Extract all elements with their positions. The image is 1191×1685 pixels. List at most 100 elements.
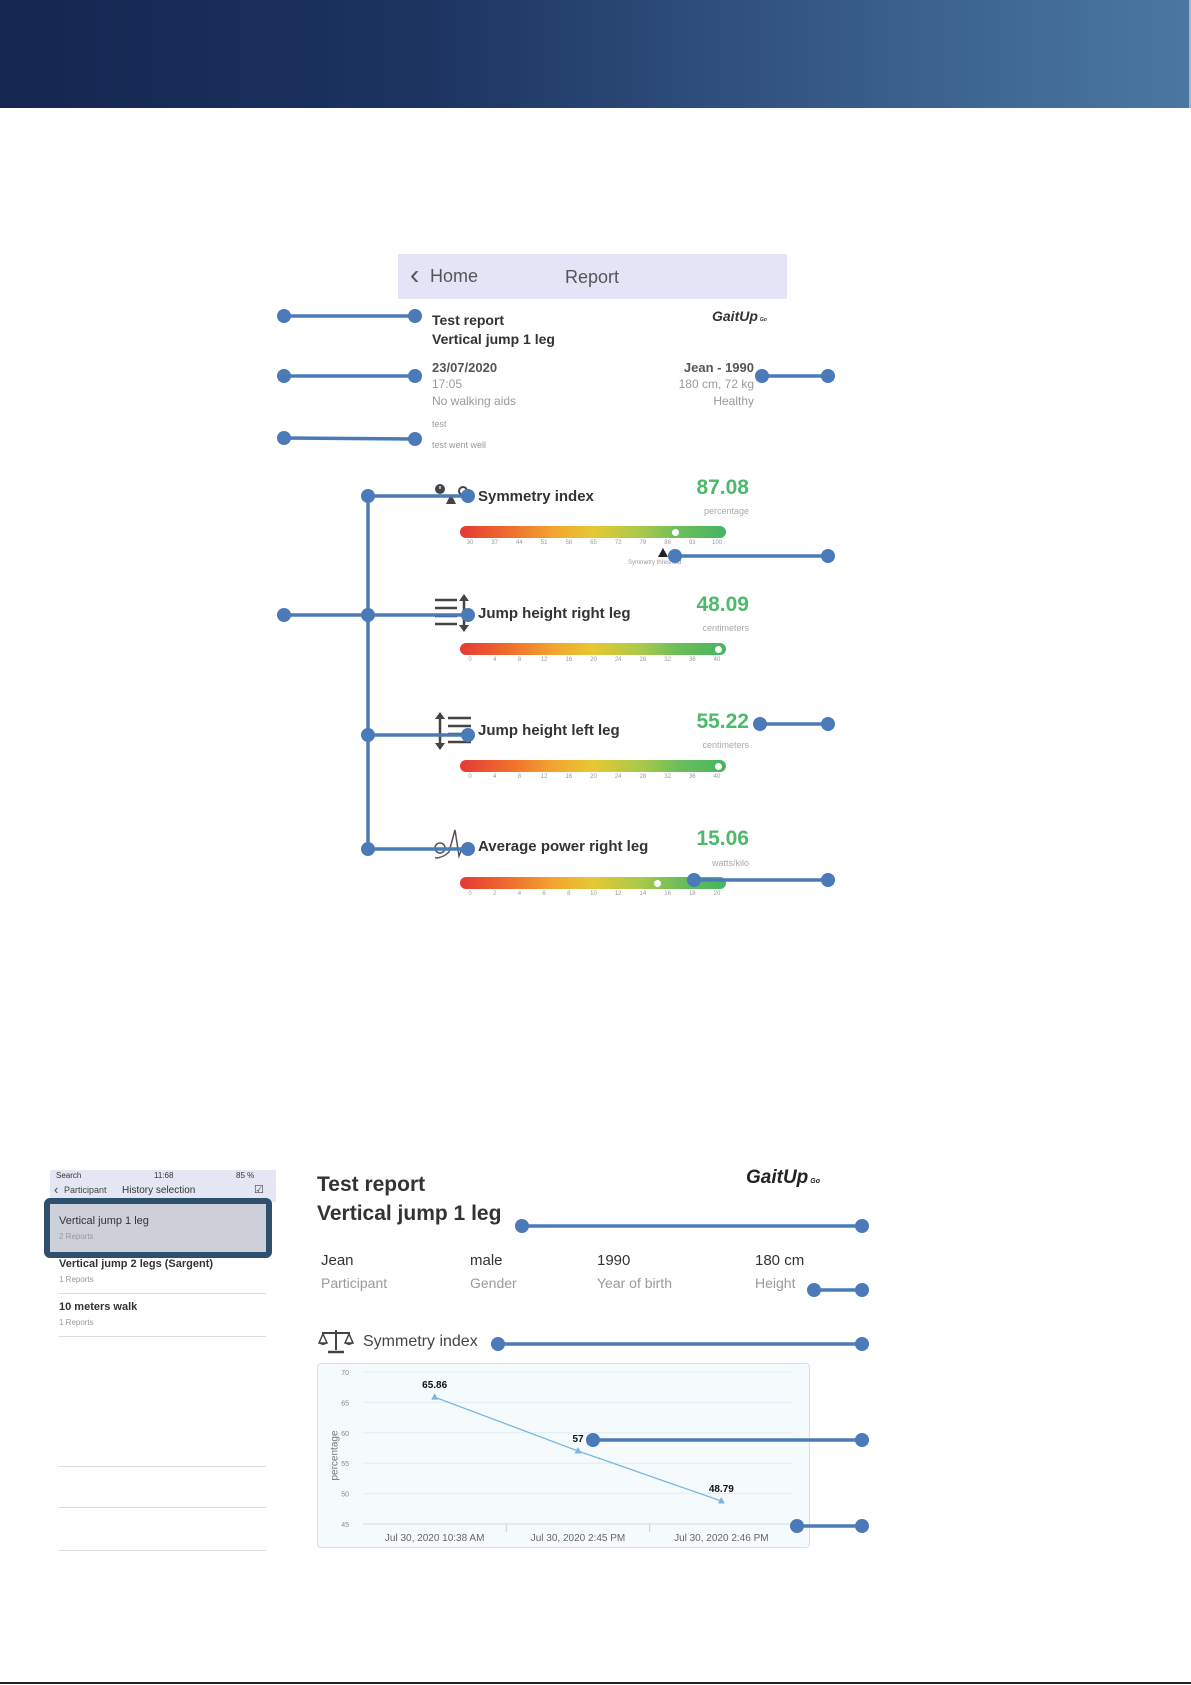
metric-unit-height-left: centimeters (702, 740, 749, 750)
field-participant-value: Jean (321, 1252, 354, 1269)
height-left-marker (715, 762, 723, 770)
tick-label: 36 (688, 657, 696, 663)
tick-label: 32 (664, 657, 671, 663)
metric-title-symmetry: Symmetry index (478, 488, 594, 505)
section-title-symmetry: Symmetry index (363, 1333, 478, 1350)
list-separator (59, 1466, 266, 1467)
list-separator (59, 1293, 266, 1294)
tick-label: 8 (517, 657, 522, 663)
participant-health: Healthy (713, 394, 754, 408)
metric-value-symmetry: 87.08 (696, 476, 749, 499)
edit-icon[interactable]: ☑ (254, 1184, 264, 1196)
threshold-triangle-icon (658, 548, 668, 557)
tick-label: 12 (540, 657, 548, 663)
metric-title-power-right: Average power right leg (478, 838, 649, 855)
symmetry-marker (672, 528, 680, 536)
report-date: 23/07/2020 (432, 360, 498, 375)
note-text: test went well (432, 440, 487, 450)
tick-label: 100 (711, 540, 723, 546)
note-title: test (432, 419, 447, 429)
tick-label: 20 (590, 657, 597, 663)
history-test-name: Vertical jump 1 leg (317, 1202, 502, 1225)
tick-label: 0 (468, 891, 472, 897)
metric-value-height-left: 55.22 (696, 710, 749, 733)
tick-label: 44 (516, 540, 523, 546)
field-gender-label: Gender (470, 1275, 517, 1291)
metric-value-power-right: 15.06 (696, 827, 749, 850)
data-label: 65.86 (422, 1380, 447, 1391)
clock-balance-icon (435, 484, 468, 504)
tick-label: 32 (664, 774, 671, 780)
tick-label: 4 (493, 774, 497, 780)
tick-label: 24 (614, 657, 622, 663)
list-item-10-meters-walk[interactable]: 10 meters walk 1 Reports (59, 1299, 266, 1335)
tick-label: 0 (468, 657, 472, 663)
list-item-title: 10 meters walk (59, 1301, 138, 1313)
tick-label: 10 (590, 891, 597, 897)
list-item-vertical-jump-2-legs[interactable]: Vertical jump 2 legs (Sargent) 1 Reports (59, 1256, 266, 1292)
data-point (431, 1393, 439, 1400)
participant-body: 180 cm, 72 kg (678, 377, 754, 391)
balance-scale-icon (318, 1330, 354, 1354)
x-tick-label: Jul 30, 2020 2:45 PM (531, 1533, 626, 1544)
height-left-scale-bar (460, 760, 726, 772)
tick-label: 12 (540, 774, 548, 780)
participant-back-button[interactable]: Participant (64, 1185, 107, 1195)
tick-label: 4 (493, 657, 497, 663)
home-back-button[interactable]: Home (430, 266, 479, 286)
tick-label: 16 (565, 774, 573, 780)
height-left-icon (435, 712, 471, 750)
phone-nav-title: History selection (122, 1185, 196, 1196)
tick-label: 18 (688, 891, 696, 897)
metric-title-height-left: Jump height left leg (478, 722, 620, 739)
threshold-label: Symmetry threshold (628, 560, 682, 566)
tick-label: 20 (713, 891, 721, 897)
tick-label: 40 (713, 657, 721, 663)
tick-label: 16 (565, 657, 573, 663)
field-gender-value: male (470, 1252, 503, 1269)
metric-unit-power-right: watts/kilo (711, 858, 749, 868)
metric-value-height-right: 48.09 (696, 593, 749, 616)
chevron-left-icon[interactable]: ‹ (410, 259, 420, 290)
tick-label: 8 (517, 774, 522, 780)
history-report-title: Test report (317, 1173, 426, 1196)
list-separator (59, 1507, 266, 1508)
tick-label: 51 (540, 540, 548, 546)
field-birth-value: 1990 (597, 1252, 631, 1269)
tick-label: 4 (517, 891, 522, 897)
tick-label: 20 (590, 774, 597, 780)
tick-label: 79 (639, 540, 647, 546)
tick-label: 2 (493, 891, 497, 897)
metric-title-height-right: Jump height right leg (478, 605, 631, 622)
y-tick-label: 55 (341, 1461, 349, 1468)
data-point (574, 1447, 582, 1454)
height-right-scale-bar (460, 643, 726, 655)
tick-label: 58 (565, 540, 573, 546)
data-point (717, 1496, 725, 1504)
tick-label: 24 (614, 774, 622, 780)
y-tick-label: 70 (341, 1370, 349, 1377)
tick-label: 16 (664, 891, 671, 897)
power-right-scale-bar (460, 877, 726, 889)
clock-label: 11:68 (154, 1171, 174, 1180)
list-item-sub: 1 Reports (59, 1318, 94, 1327)
power-right-marker (653, 879, 661, 887)
tick-label: 14 (639, 891, 647, 897)
height-right-icon (435, 594, 469, 632)
report-title: Test report (432, 312, 505, 328)
logo-sub: Go (759, 317, 767, 323)
chevron-left-icon[interactable]: ‹ (54, 1182, 59, 1197)
list-item-vertical-jump-1-leg[interactable]: Vertical jump 1 leg 2 Reports (44, 1198, 272, 1258)
tick-label: 0 (468, 774, 472, 780)
tick-label: 12 (614, 891, 622, 897)
battery-label: 85 % (236, 1171, 255, 1180)
list-item-title: Vertical jump 1 leg (59, 1215, 149, 1227)
tick-label: 30 (466, 540, 474, 546)
